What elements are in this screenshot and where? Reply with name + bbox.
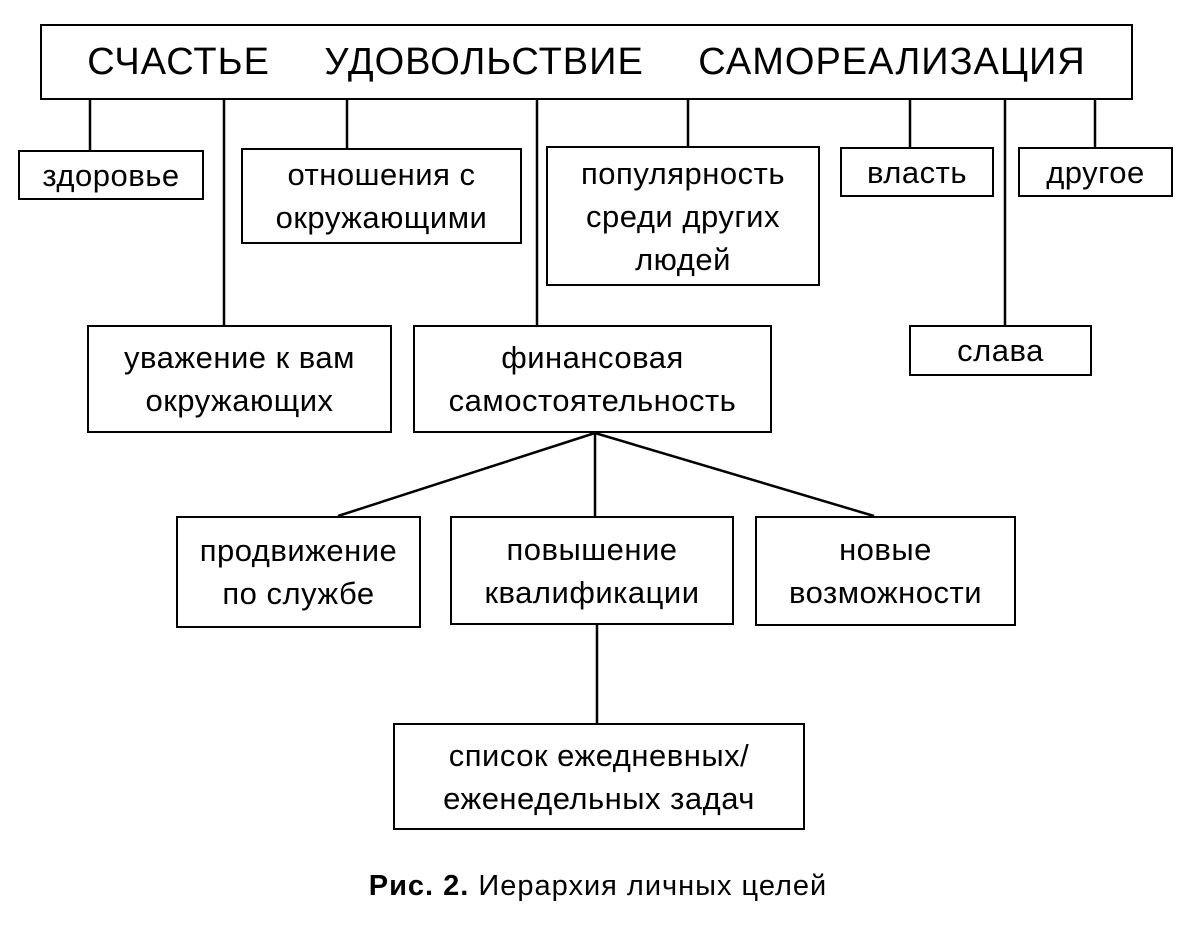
node-popularity: популярность среди других людей — [546, 146, 820, 286]
node-health: здоровье — [18, 150, 204, 200]
top-goal-self-realization: САМОРЕАЛИЗАЦИЯ — [698, 40, 1086, 83]
top-goal-pleasure: УДОВОЛЬСТВИЕ — [324, 40, 644, 83]
node-fame: слава — [909, 325, 1092, 376]
node-task-list: список ежедневных/ еженедельных задач — [393, 723, 805, 830]
figure-caption-text: Иерархия личных целей — [478, 870, 828, 902]
node-promotion: продвижение по службе — [176, 516, 421, 628]
node-relations: отношения с окружающими — [241, 148, 522, 244]
node-respect: уважение к вам окружающих — [87, 325, 392, 433]
top-goals-box: СЧАСТЬЕ УДОВОЛЬСТВИЕ САМОРЕАЛИЗАЦИЯ — [40, 24, 1133, 100]
figure-caption: Рис. 2. Иерархия личных целей — [0, 870, 1196, 903]
node-financial-independence: финансовая самостоятельность — [413, 325, 772, 433]
node-new-opportunities: новые возможности — [755, 516, 1016, 626]
top-goal-happiness: СЧАСТЬЕ — [87, 40, 270, 83]
node-qualification: повышение квалификации — [450, 516, 734, 625]
node-power: власть — [840, 147, 994, 197]
figure-caption-label: Рис. 2. — [368, 870, 470, 902]
node-other: другое — [1018, 147, 1173, 197]
